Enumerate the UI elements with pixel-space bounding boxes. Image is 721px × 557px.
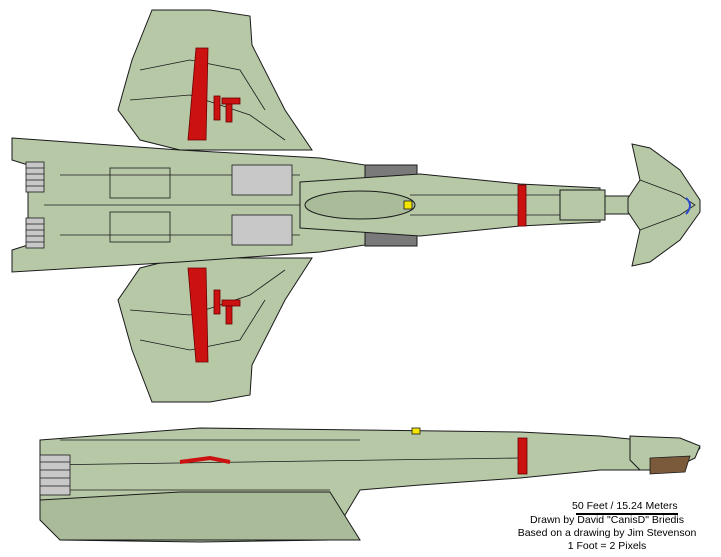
lower-wing-red-stripe — [187, 267, 209, 363]
scale-bar — [576, 513, 678, 515]
lower-wing — [117, 257, 313, 403]
lower-canopy — [231, 214, 293, 246]
drawn-by-credit: Drawn by David "CanisD" Briedis — [530, 514, 684, 526]
upper-wing — [117, 9, 313, 151]
neck-red-band — [517, 184, 527, 227]
side-neck-red-band — [517, 437, 528, 475]
upper-wing-red-stripe — [187, 47, 209, 141]
side-red-stripe — [179, 455, 231, 464]
pod-blue-accent — [685, 197, 691, 215]
yellow-marker — [403, 200, 413, 210]
credits-block: Drawn by David "CanisD" Briedis Based on… — [507, 514, 707, 553]
scale-ratio: 1 Foot = 2 Pixels — [567, 540, 647, 552]
based-on-credit: Based on a drawing by Jim Stevenson — [517, 527, 697, 539]
lower-wing-glyph — [213, 289, 241, 325]
side-yellow-sensor — [411, 427, 421, 435]
command-pod — [627, 143, 701, 267]
side-brown-detail — [649, 455, 691, 475]
side-engine — [39, 454, 71, 496]
upper-wing-glyph — [213, 95, 241, 123]
upper-canopy — [231, 164, 293, 196]
top-view — [11, 9, 701, 403]
scale-label: 50 Feet / 15.24 Meters — [572, 500, 678, 512]
engine-nacelles — [25, 161, 45, 249]
side-view — [39, 427, 701, 543]
